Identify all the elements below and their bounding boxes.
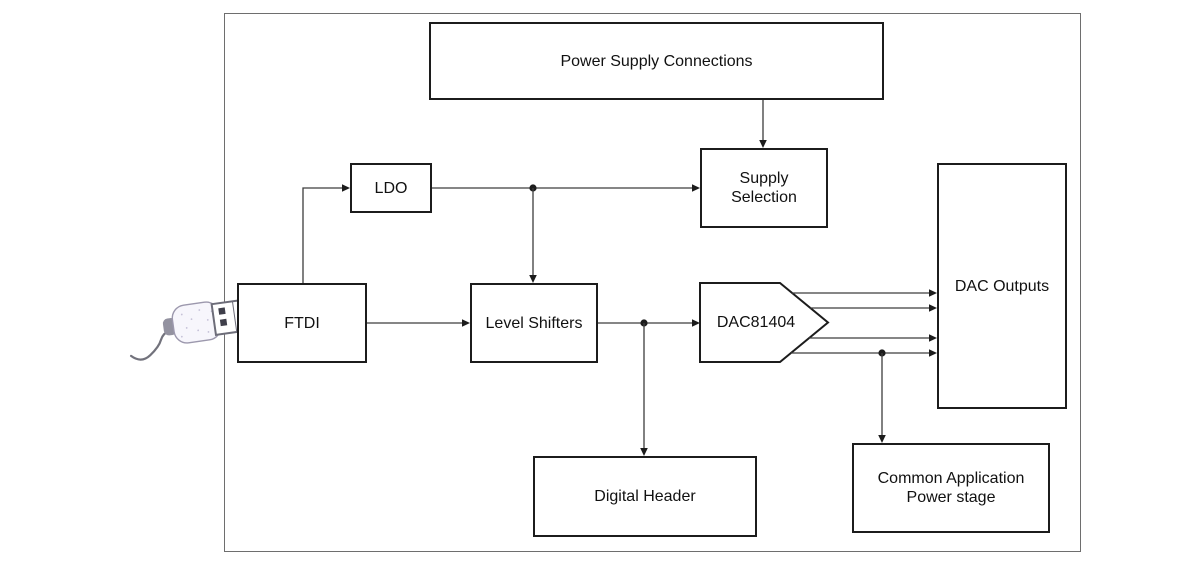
wire-branch-to-common-application: [878, 353, 886, 443]
wire-branch-to-digital-header: [640, 323, 648, 456]
block-label: Power Supply Connections: [560, 52, 753, 70]
wire-ldo-to-supply-selection: [432, 184, 700, 192]
block-dac81404-label: DAC81404: [700, 283, 812, 362]
block-level-shifters: Level Shifters: [470, 283, 598, 363]
wire-ldo-branch-to-level-shifters: [529, 188, 537, 283]
wire-dac81404-to-dac-outputs-2: [810, 304, 937, 312]
block-label: Digital Header: [594, 488, 696, 505]
block-label: Level Shifters: [485, 314, 583, 332]
wire-dac81404-to-dac-outputs-3: [809, 334, 937, 342]
wire-power-to-supply-selection: [759, 100, 767, 148]
board-outline: [224, 13, 1081, 552]
usb-contact-hole: [218, 307, 226, 315]
block-common-application-power-stage: Common Application Power stage: [852, 443, 1050, 533]
block-label: LDO: [374, 179, 408, 197]
block-label: DAC81404: [716, 313, 796, 331]
block-digital-header: Digital Header: [533, 456, 757, 537]
block-label-line1: Common Application: [877, 470, 1025, 487]
usb-plug-icon: [129, 299, 244, 361]
block-label: FTDI: [284, 314, 320, 332]
block-ldo: LDO: [350, 163, 432, 213]
wire-dac81404-to-dac-outputs-4: [791, 349, 937, 357]
usb-cable: [129, 330, 170, 361]
wire-level-shifters-to-dac81404: [598, 319, 700, 327]
block-label-line2: Power stage: [906, 489, 996, 506]
block-ftdi: FTDI: [237, 283, 367, 363]
wire-ftdi-to-ldo: [302, 184, 350, 283]
dac81404-block-shape: [699, 282, 830, 363]
usb-contact-hole: [219, 318, 228, 327]
block-label-line1: Supply: [739, 170, 789, 187]
block-power-supply-connections: Power Supply Connections: [429, 22, 884, 100]
block-supply-selection: Supply Selection: [700, 148, 828, 228]
wire-ftdi-to-level-shifters: [367, 319, 470, 327]
block-label-line2: Selection: [731, 189, 797, 206]
wire-dac81404-to-dac-outputs-1: [792, 289, 937, 297]
block-label: DAC Outputs: [954, 277, 1050, 295]
block-dac-outputs: DAC Outputs: [937, 163, 1067, 409]
